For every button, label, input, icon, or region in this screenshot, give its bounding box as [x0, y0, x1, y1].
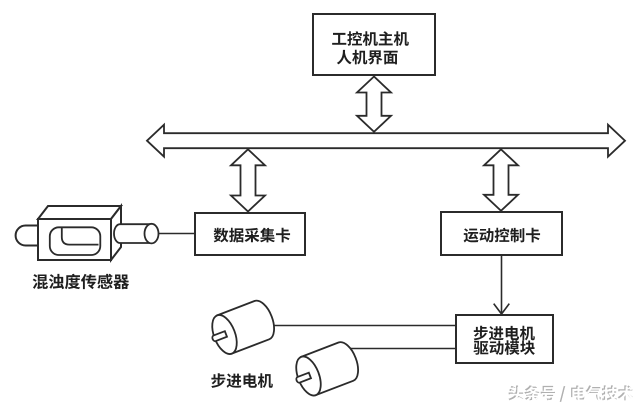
watermark: 头条号 / 电气技术	[508, 385, 635, 404]
driver-label-line1: 步进电机	[473, 325, 535, 341]
daq-label: 数据采集卡	[213, 227, 291, 243]
sensor-label: 混浊度传感器	[32, 273, 130, 290]
stepper-label: 步进电机	[211, 373, 273, 388]
sensor-groove	[60, 228, 99, 246]
motion-label: 运动控制卡	[463, 227, 541, 243]
motor1-shaft	[211, 329, 229, 343]
sensor-probe-outline	[113, 223, 152, 244]
bus-double-arrow	[145, 122, 627, 159]
sensor-top-face	[35, 205, 124, 220]
sensor-left-stub	[14, 224, 39, 247]
sensor-window	[48, 226, 102, 256]
host-label-line1: 工控机主机	[332, 31, 409, 46]
host-label-line2: 人机界面	[336, 49, 398, 65]
bus-motion-double-arrow	[481, 148, 521, 213]
sensor-probe-body	[114, 224, 152, 243]
bus-daq-double-arrow	[228, 148, 268, 213]
motor2-shaft	[295, 371, 313, 384]
turbidity-sensor	[14, 203, 160, 263]
sensor-probe-tip	[143, 222, 160, 245]
driver-box	[455, 314, 554, 364]
stepper-motor-1	[211, 299, 275, 355]
stepper-motor-2	[295, 341, 359, 397]
host-bus-double-arrow	[354, 75, 394, 134]
driver-label-line2: 驱动模块	[473, 340, 535, 355]
